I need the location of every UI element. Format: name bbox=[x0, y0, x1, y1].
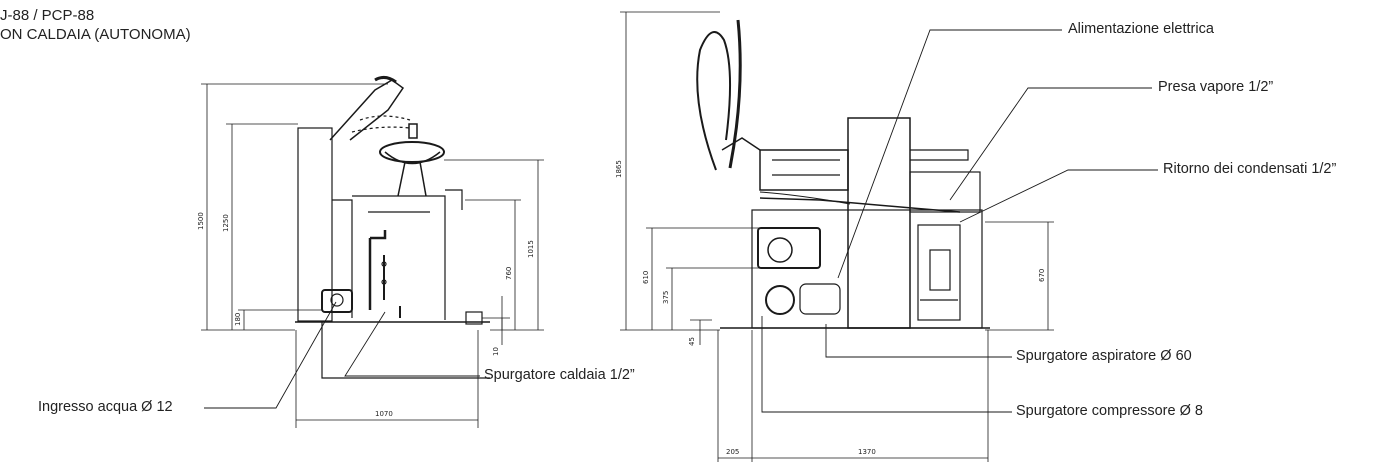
label-presa-vapore: Presa vapore 1/2” bbox=[1158, 79, 1274, 95]
dimension-values: 1500 1250 180 1015 760 10 1070 1865 610 … bbox=[197, 160, 1046, 456]
dim-front-1370: 1370 bbox=[858, 448, 876, 456]
dim-side-10: 10 bbox=[492, 347, 500, 356]
dim-side-1070: 1070 bbox=[375, 410, 393, 418]
dim-side-760: 760 bbox=[505, 267, 513, 280]
dim-side-1015: 1015 bbox=[527, 240, 535, 258]
dim-front-1865: 1865 bbox=[615, 160, 623, 178]
dim-front-670: 670 bbox=[1038, 269, 1046, 282]
title-line-2: ON CALDAIA (AUTONOMA) bbox=[0, 26, 191, 43]
label-ingresso-acqua: Ingresso acqua Ø 12 bbox=[38, 399, 173, 415]
dim-front-45: 45 bbox=[688, 337, 696, 346]
title-line-1: J-88 / PCP-88 bbox=[0, 7, 95, 24]
dim-side-180: 180 bbox=[234, 313, 242, 326]
dim-side-1250: 1250 bbox=[222, 214, 230, 232]
dim-front-375: 375 bbox=[662, 291, 670, 304]
leader-lines bbox=[204, 29, 1158, 413]
dim-front-205: 205 bbox=[726, 448, 739, 456]
label-ritorno-condensati: Ritorno dei condensati 1/2” bbox=[1163, 161, 1337, 177]
label-alimentazione-elettrica: Alimentazione elettrica bbox=[1068, 21, 1214, 37]
dim-front-610: 610 bbox=[642, 271, 650, 284]
dim-side-1500: 1500 bbox=[197, 212, 205, 230]
label-spurgatore-aspiratore: Spurgatore aspiratore Ø 60 bbox=[1016, 348, 1192, 364]
drawing-title: J-88 / PCP-88 ON CALDAIA (AUTONOMA) bbox=[0, 6, 191, 44]
front-view-machine bbox=[696, 19, 990, 329]
label-spurgatore-caldaia: Spurgatore caldaia 1/2” bbox=[484, 367, 635, 383]
front-view-dimension-lines bbox=[620, 11, 1054, 462]
side-view-dimension-lines bbox=[201, 83, 544, 428]
side-view-machine bbox=[295, 75, 490, 379]
label-spurgatore-compressore: Spurgatore compressore Ø 8 bbox=[1016, 403, 1203, 419]
